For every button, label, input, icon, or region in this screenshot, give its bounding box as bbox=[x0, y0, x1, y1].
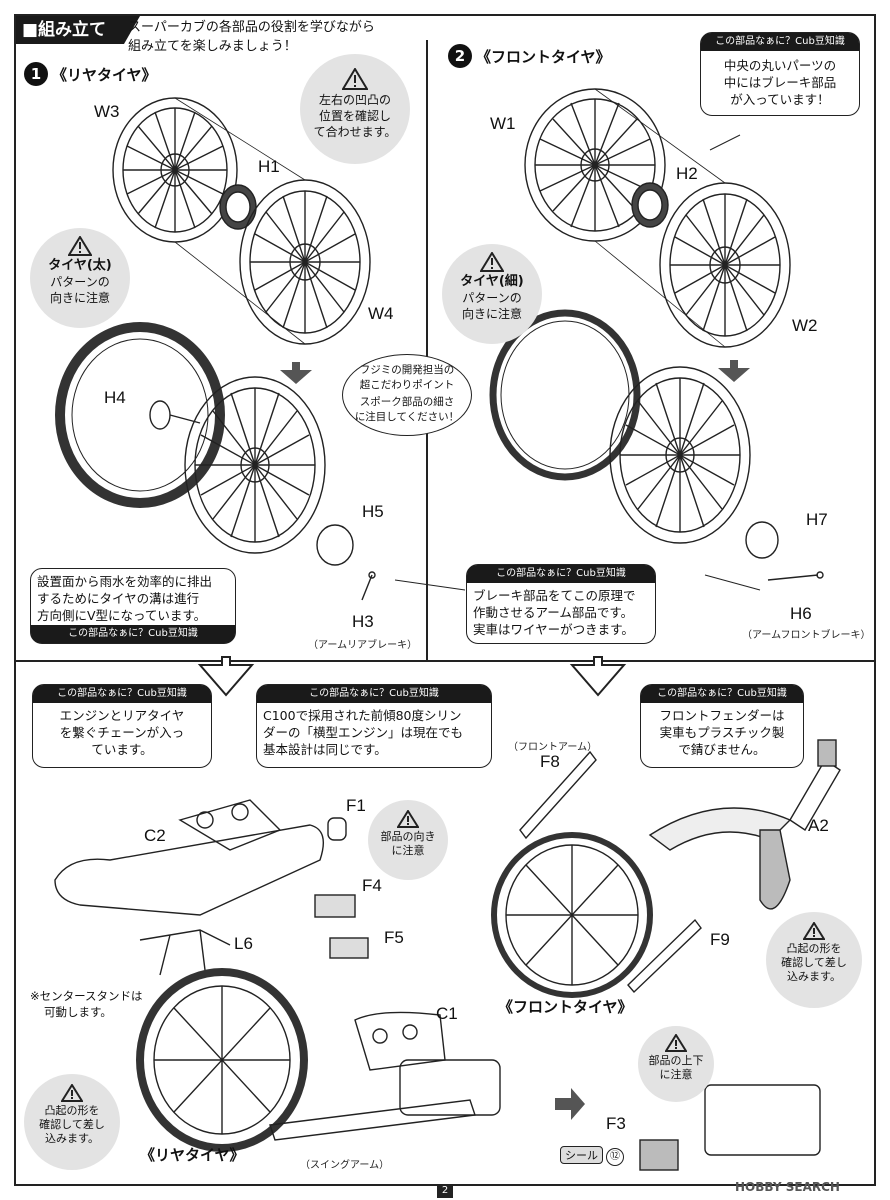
trivia-bubble-engine: この部品なぁに？Cub豆知識 C100で採用された前傾80度シリン ダーの「横型… bbox=[256, 684, 492, 768]
engine-frame-c2 bbox=[54, 799, 324, 916]
caution-align: 左右の凹凸の 位置を確認し て合わせます。 bbox=[300, 54, 410, 164]
hub-h1 bbox=[219, 184, 257, 230]
brake-h7 bbox=[745, 521, 779, 559]
tire-thick bbox=[55, 322, 225, 508]
caution-tire-thick: タイヤ(太) パターンの 向きに注意 bbox=[30, 228, 130, 328]
trivia-bubble-tire-groove: 設置面から雨水を効率的に排出 するためにタイヤの溝は進行 方向側にV型になってい… bbox=[30, 568, 236, 644]
label-h2: H2 bbox=[676, 164, 698, 183]
label-w4: W4 bbox=[368, 304, 394, 323]
sublabel-f8: （フロントアーム） bbox=[508, 742, 598, 753]
label-h5: H5 bbox=[362, 502, 384, 521]
label-f5: F5 bbox=[384, 928, 404, 947]
part-f1 bbox=[327, 817, 347, 841]
label-front-tire: 《フロントタイヤ》 bbox=[498, 999, 633, 1016]
label-w1: W1 bbox=[490, 114, 516, 133]
rear-tire-bottom bbox=[136, 968, 308, 1152]
label-rear-tire: 《リヤタイヤ》 bbox=[140, 1147, 245, 1164]
section-header: ■組み立て bbox=[16, 16, 140, 44]
step-2-title: 2《フロントタイヤ》 bbox=[448, 44, 611, 68]
arm-h3 bbox=[361, 571, 376, 601]
trivia-bubble-brake-hub: この部品なぁに？Cub豆知識 中央の丸いパーツの 中にはブレーキ部品 が入ってい… bbox=[700, 32, 860, 116]
sublabel-swing-arm: （スイングアーム） bbox=[300, 1160, 390, 1171]
warning-icon bbox=[342, 68, 368, 90]
hub-h2 bbox=[631, 182, 669, 228]
trivia-bubble-fender: この部品なぁに？Cub豆知識 フロントフェンダーは 実車もプラスチック製 で錆び… bbox=[640, 684, 804, 768]
label-a2: A2 bbox=[808, 816, 829, 835]
label-f3: F3 bbox=[606, 1114, 626, 1133]
arm-h6 bbox=[767, 571, 824, 581]
rear-wheel-assembled bbox=[184, 376, 326, 554]
step-number-1: 1 bbox=[24, 62, 48, 86]
divider-vertical bbox=[426, 40, 428, 662]
wheel-w4 bbox=[239, 179, 371, 345]
arrow-down-1 bbox=[280, 362, 312, 384]
warning-icon bbox=[397, 810, 419, 828]
hub-h4 bbox=[149, 400, 201, 430]
label-c1: C1 bbox=[436, 1004, 458, 1023]
arrow-down-4 bbox=[569, 656, 627, 697]
front-arm-f9 bbox=[627, 918, 702, 994]
arrow-down-2 bbox=[718, 360, 750, 382]
warning-icon bbox=[803, 922, 825, 940]
warning-icon bbox=[61, 1084, 83, 1102]
label-f8: F8 bbox=[540, 752, 560, 771]
wheel-w3 bbox=[112, 97, 238, 243]
label-f4: F4 bbox=[362, 876, 382, 895]
label-w2: W2 bbox=[792, 316, 818, 335]
stand-note: ※センタースタンドは 可動します。 bbox=[30, 989, 143, 1019]
label-f9: F9 bbox=[710, 930, 730, 949]
watermark: HOBBY SEARCH bbox=[735, 1180, 840, 1194]
arrow-down-3 bbox=[197, 656, 255, 697]
trivia-bubble-brake-arm: この部品なぁに？Cub豆知識 ブレーキ部品をてこの原理で 作動させるアーム部品で… bbox=[466, 564, 656, 644]
sublabel-h3: （アームリアブレーキ） bbox=[308, 640, 418, 651]
front-tire-bottom bbox=[491, 832, 653, 998]
label-f1: F1 bbox=[346, 796, 366, 815]
engine-assembled bbox=[639, 1084, 821, 1171]
front-arm-f8 bbox=[519, 750, 597, 840]
part-f4 bbox=[314, 894, 356, 918]
step-1-title: 1《リヤタイヤ》 bbox=[24, 62, 157, 86]
page-number: 2 bbox=[437, 1184, 453, 1198]
label-w3: W3 bbox=[94, 102, 120, 121]
caution-insert-rear: 凸起の形を 確認して差し 込みます。 bbox=[24, 1074, 120, 1170]
label-c2: C2 bbox=[144, 826, 166, 845]
label-h3: H3 bbox=[352, 612, 374, 631]
label-h7: H7 bbox=[806, 510, 828, 529]
brake-h5 bbox=[316, 524, 354, 566]
step-number-2: 2 bbox=[448, 44, 472, 68]
caution-tire-thin: タイヤ(細) パターンの 向きに注意 bbox=[442, 244, 542, 344]
label-l6: L6 bbox=[234, 934, 253, 953]
label-h1: H1 bbox=[258, 157, 280, 176]
caution-up-down: 部品の上下 に注意 bbox=[638, 1026, 714, 1102]
trivia-bubble-chain: この部品なぁに？Cub豆知識 エンジンとリアタイヤ を繋ぐチェーンが入っ ていま… bbox=[32, 684, 212, 768]
warning-icon bbox=[480, 252, 504, 272]
label-h4: H4 bbox=[104, 388, 126, 407]
part-f5 bbox=[329, 937, 369, 959]
fujimi-point-note: フジミの開発担当の 超こだわりポイント スポーク部品の細さ に注目してください！ bbox=[342, 354, 472, 436]
caution-part-direction: 部品の向き に注意 bbox=[368, 800, 448, 880]
caution-insert-front: 凸起の形を 確認して差し 込みます。 bbox=[766, 912, 862, 1008]
front-wheel-assembled bbox=[609, 366, 751, 544]
wheel-w2 bbox=[659, 182, 791, 348]
swing-arm-c1 bbox=[269, 1011, 501, 1141]
divider-horizontal bbox=[14, 660, 876, 662]
wheel-w1 bbox=[524, 88, 666, 242]
stand-l6 bbox=[139, 929, 231, 976]
sublabel-h6: （アームフロントブレーキ） bbox=[742, 630, 871, 641]
fender-a2 bbox=[648, 739, 841, 910]
intro-text: スーパーカブの各部品の役割を学びながら 組み立てを楽しみましょう！ bbox=[128, 20, 375, 54]
warning-icon bbox=[68, 236, 92, 256]
arrow-right bbox=[555, 1088, 585, 1120]
label-h6: H6 bbox=[790, 604, 812, 623]
warning-icon bbox=[665, 1034, 687, 1052]
